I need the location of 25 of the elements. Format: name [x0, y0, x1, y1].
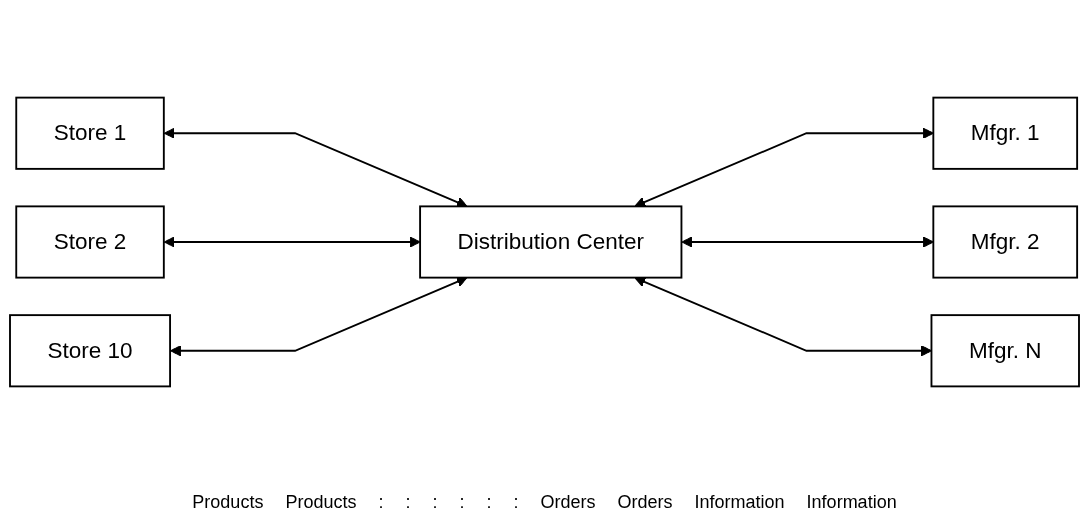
text-label: : [405, 492, 411, 513]
arrow [163, 127, 468, 208]
node-box: Mfgr. 1 [932, 96, 1079, 170]
text-label: : [486, 492, 492, 513]
node-box: Store 2 [15, 205, 165, 279]
text-label: : [378, 492, 384, 513]
text-label: Information [806, 492, 897, 513]
node-box: Store 10 [9, 314, 171, 388]
text-label: Products [192, 492, 264, 513]
arrow [681, 236, 934, 248]
text-label: Products [285, 492, 357, 513]
node-box: Mfgr. N [930, 314, 1080, 388]
node-box: Distribution Center [419, 205, 683, 279]
text-label: Information [694, 492, 785, 513]
node-box: Store 1 [15, 96, 165, 170]
text-label: Orders [617, 492, 673, 513]
arrow [163, 236, 421, 248]
arrow [634, 276, 932, 357]
node-box: Mfgr. 2 [932, 205, 1079, 279]
text-label: : [459, 492, 465, 513]
arrow [170, 276, 468, 357]
text-label: : [432, 492, 438, 513]
text-label: Orders [540, 492, 596, 513]
text-label: : [513, 492, 519, 513]
arrow [634, 127, 934, 208]
